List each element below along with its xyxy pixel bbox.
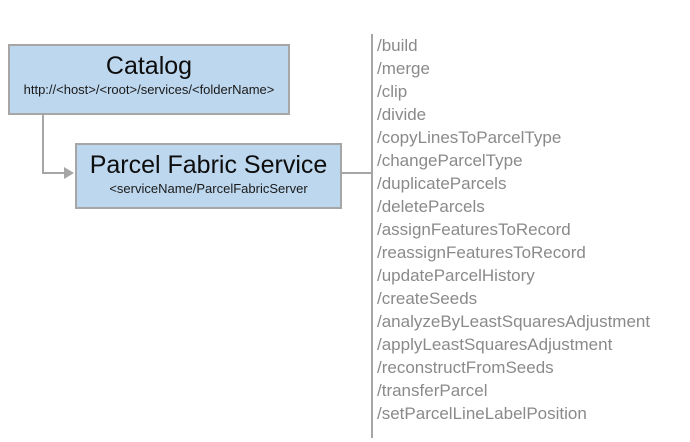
endpoints-divider-line bbox=[371, 34, 373, 438]
endpoint-item: /createSeeds bbox=[377, 289, 478, 308]
endpoint-item: /divide bbox=[377, 105, 427, 124]
parcel-fabric-service-box-subtitle: <serviceName/ParcelFabricServer bbox=[109, 181, 308, 196]
endpoint-item: /assignFeaturesToRecord bbox=[377, 220, 571, 239]
endpoint-item: /duplicateParcels bbox=[377, 174, 507, 193]
endpoints-list: /build /merge /clip /divide /copyLinesTo… bbox=[377, 34, 650, 425]
parcel-fabric-service-box-title: Parcel Fabric Service bbox=[89, 151, 328, 179]
endpoint-item: /merge bbox=[377, 59, 430, 78]
endpoint-item: /reconstructFromSeeds bbox=[377, 358, 554, 377]
endpoint-item: /setParcelLineLabelPosition bbox=[377, 404, 587, 423]
endpoint-item: /build bbox=[377, 36, 418, 55]
endpoint-item: /clip bbox=[377, 82, 408, 101]
endpoint-item: /applyLeastSquaresAdjustment bbox=[377, 335, 613, 354]
catalog-to-service-connector-vertical bbox=[42, 114, 44, 174]
arrowhead-right-icon bbox=[64, 167, 74, 179]
endpoint-item: /transferParcel bbox=[377, 381, 488, 400]
catalog-to-service-connector-horizontal bbox=[42, 172, 67, 174]
service-to-endpoints-connector bbox=[341, 172, 372, 174]
endpoint-item: /updateParcelHistory bbox=[377, 266, 535, 285]
endpoint-item: /reassignFeaturesToRecord bbox=[377, 243, 586, 262]
endpoint-item: /changeParcelType bbox=[377, 151, 523, 170]
endpoint-item: /copyLinesToParcelType bbox=[377, 128, 562, 147]
catalog-box-subtitle: http://<host>/<root>/services/<folderNam… bbox=[23, 82, 275, 97]
catalog-box-title: Catalog bbox=[105, 52, 193, 80]
endpoint-item: /deleteParcels bbox=[377, 197, 485, 216]
endpoint-item: /analyzeByLeastSquaresAdjustment bbox=[377, 312, 651, 331]
catalog-box: Catalog http://<host>/<root>/services/<f… bbox=[8, 44, 290, 115]
parcel-fabric-service-box: Parcel Fabric Service <serviceName/Parce… bbox=[75, 143, 342, 209]
